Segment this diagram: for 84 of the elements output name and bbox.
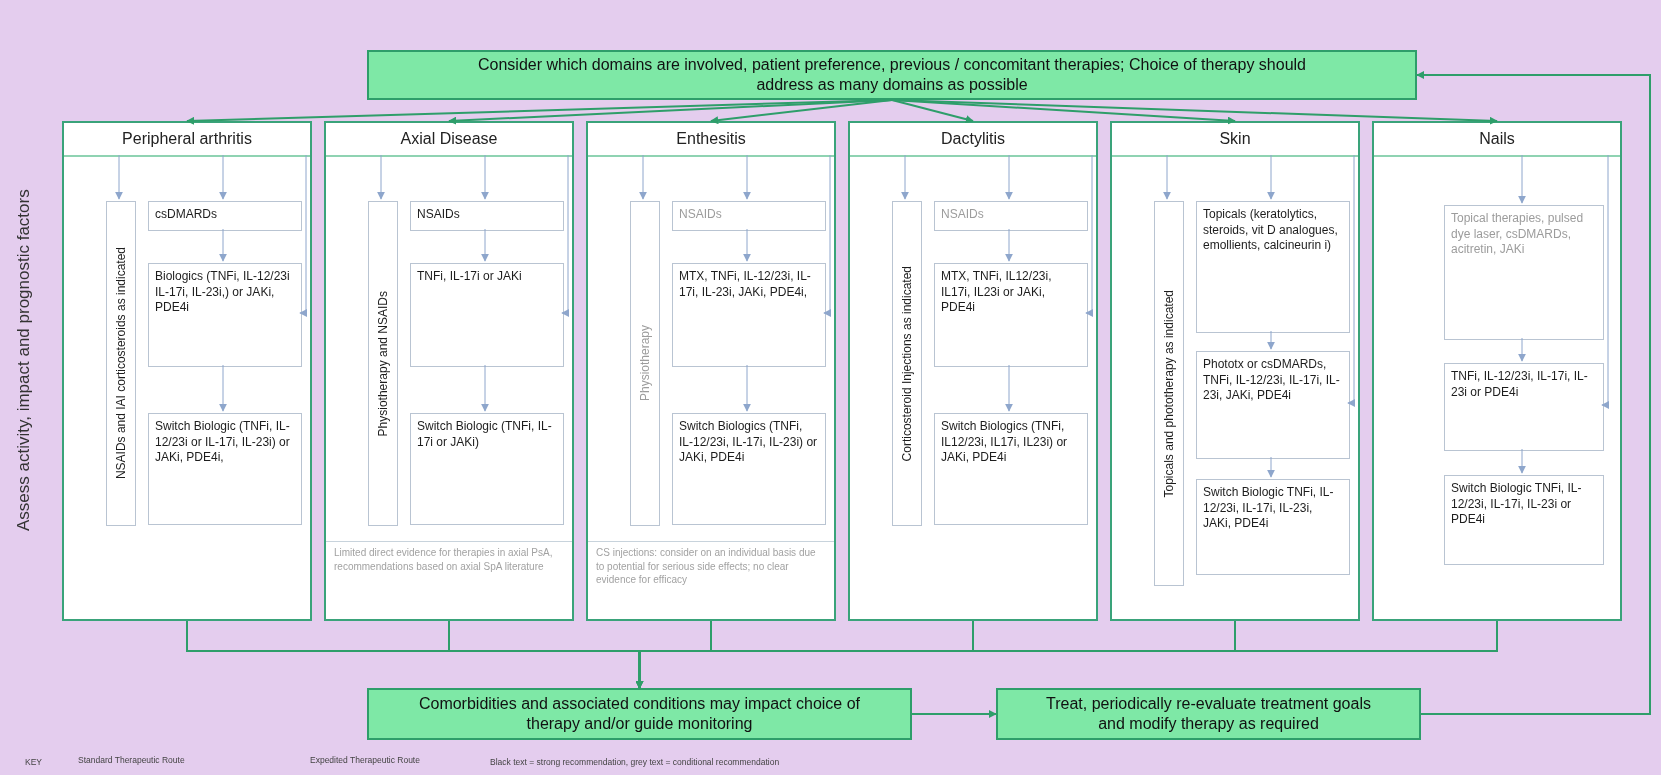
process-box: Treat, periodically re-evaluate treatment goals and modify therapy as required	[996, 688, 1421, 740]
arrow	[639, 154, 647, 200]
panel-heading: Peripheral arthritis	[64, 123, 310, 157]
therapy-bar	[106, 201, 136, 526]
arrow	[1005, 154, 1013, 200]
arrow	[743, 228, 751, 262]
arrow	[823, 154, 832, 317]
therapy-box: Topicals (keratolytics, steroids, vit D analogues, emollients, calcineurin i)	[1196, 201, 1350, 333]
therapy-bar	[892, 201, 922, 526]
arrow	[377, 154, 385, 200]
axis-label: Assess activity, impact and prognostic factors	[14, 188, 34, 533]
therapy-box: NSAIDs	[934, 201, 1088, 231]
arrow	[901, 154, 909, 200]
arrow	[481, 364, 489, 412]
domain-panel	[324, 121, 574, 621]
panel-heading: Skin	[1112, 123, 1358, 157]
arrow	[561, 154, 570, 317]
arrow	[299, 154, 308, 317]
domain-panel	[848, 121, 1098, 621]
panel-heading: Enthesitis	[588, 123, 834, 157]
arrow	[1005, 228, 1013, 262]
arrow	[1518, 448, 1526, 474]
key-text: Black text = strong recommendation, grey text = conditional recommendation	[490, 757, 780, 767]
arrow	[481, 154, 489, 200]
arrow	[1267, 154, 1275, 200]
arrow	[1416, 71, 1651, 715]
arrow	[743, 364, 751, 412]
therapy-box: Switch Biologic (TNFi, IL-12/23i or IL-17i, IL-23i) or JAKi, PDE4i,	[148, 413, 302, 525]
therapy-box: csDMARDs	[148, 201, 302, 231]
arrow	[115, 154, 123, 200]
arrow	[635, 620, 1498, 689]
therapy-bar	[1154, 201, 1184, 586]
therapy-box: Switch Biologic (TNFi, IL-17i or JAKi)	[410, 413, 564, 525]
therapy-box: TNFi, IL-17i or JAKi	[410, 263, 564, 367]
domain-panel	[62, 121, 312, 621]
panel-note: CS injections: consider on an individual basis due to potential for serious side effects; no clear evidence for efficacy	[588, 541, 834, 619]
therapy-box: Switch Biologic TNFi, IL-12/23i, IL-17i, IL-23i or PDE4i	[1444, 475, 1604, 565]
arrow	[1518, 337, 1526, 362]
therapy-box: MTX, TNFi, IL12/23i, IL17i, IL23i or JAKi, PDE4i	[934, 263, 1088, 367]
arrow	[1518, 154, 1526, 204]
domain-panel	[1110, 121, 1360, 621]
arrow	[1163, 154, 1171, 200]
therapy-box: Switch Biologics (TNFi, IL12/23i, IL17i, IL23i) or JAKi, PDE4i	[934, 413, 1088, 525]
process-box: Consider which domains are involved, patient preference, previous / concomitant therapies; Choice of therapy should address as many domains as possible	[367, 50, 1417, 100]
arrow	[911, 710, 997, 718]
key-text: KEY	[25, 757, 42, 767]
therapy-label: NSAIDs and IAI corticosteroids as indicated	[114, 247, 128, 480]
key-text: Expedited Therapeutic Route	[310, 755, 420, 765]
therapy-box: MTX, TNFi, IL-12/23i, IL-17i, IL-23i, JAKi, PDE4i,	[672, 263, 826, 367]
therapy-label: Topicals and phototherapy as indicated	[1162, 289, 1176, 498]
therapy-box: NSAIDs	[410, 201, 564, 231]
therapy-box: Switch Biologic TNFi, IL-12/23i, IL-17i, IL-23i, JAKi, PDE4i	[1196, 479, 1350, 575]
panel-note: Limited direct evidence for therapies in axial PsA, recommendations based on axial SpA literature	[326, 541, 572, 619]
therapy-box: Phototx or csDMARDs, TNFi, IL-12/23i, IL-17i, IL-23i, JAKi, PDE4i	[1196, 351, 1350, 459]
arrow	[1267, 330, 1275, 350]
panel-heading: Dactylitis	[850, 123, 1096, 157]
arrow	[743, 154, 751, 200]
therapy-box: Topical therapies, pulsed dye laser, csDMARDs, acitretin, JAKi	[1444, 205, 1604, 340]
therapy-bar	[368, 201, 398, 526]
arrow	[219, 364, 227, 412]
arrow	[219, 228, 227, 262]
therapy-box: Switch Biologics (TNFi, IL-12/23i, IL-17i, IL-23i) or JAKi, PDE4i	[672, 413, 826, 525]
process-box: Comorbidities and associated conditions may impact choice of therapy and/or guide monitoring	[367, 688, 912, 740]
therapy-box: NSAIDs	[672, 201, 826, 231]
arrow	[1005, 364, 1013, 412]
arrow	[710, 99, 893, 125]
therapy-label: Physiotherapy and NSAIDs	[376, 290, 390, 437]
domain-panel	[586, 121, 836, 621]
arrow	[481, 228, 489, 262]
arrow	[219, 154, 227, 200]
therapy-box: Biologics (TNFi, IL-12/23i IL-17i, IL-23i,) or JAKi, PDE4i	[148, 263, 302, 367]
panel-heading: Axial Disease	[326, 123, 572, 157]
arrow	[891, 99, 974, 124]
therapy-bar	[630, 201, 660, 526]
panel-heading: Nails	[1374, 123, 1620, 157]
therapy-label: Corticosteroid Injections as indicated	[900, 265, 914, 462]
arrow	[1267, 456, 1275, 478]
arrow	[1347, 154, 1356, 407]
arrow	[1085, 154, 1094, 317]
domain-panel	[1372, 121, 1622, 621]
therapy-label: Physiotherapy	[638, 325, 652, 402]
key-text: Standard Therapeutic Route	[78, 755, 185, 765]
arrow	[1601, 154, 1610, 409]
therapy-box: TNFi, IL-12/23i, IL-17i, IL-23i or PDE4i	[1444, 363, 1604, 451]
